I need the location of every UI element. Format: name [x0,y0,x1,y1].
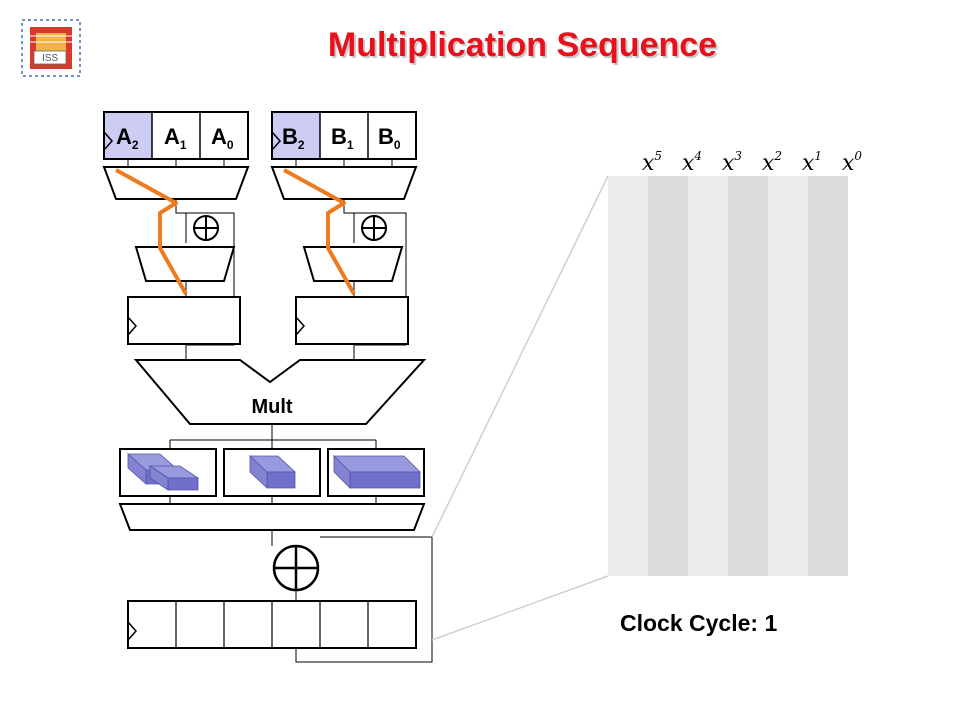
combine-mux [118,503,426,531]
left-xor-gate [193,215,219,241]
timeline-column-3 [688,176,728,576]
right-mux-top [270,166,418,200]
left-select-wire [115,168,188,295]
right-datapath [270,159,418,360]
timeline-column-4 [648,176,688,576]
zoom-lines [431,175,609,641]
right-pipeline-register [295,296,409,345]
data-block-right [333,455,421,489]
timeline-panel [608,176,848,576]
right-select-wire [283,168,356,295]
data-block-left-b [148,465,200,491]
mult-output-wires [169,424,377,449]
timeline-column-5 [608,176,648,576]
partial-product-registers [119,448,425,497]
left-pipeline-register [127,296,241,345]
header-x0: x0 [842,149,862,176]
header-x5: x5 [642,149,662,176]
header-x4: x4 [682,149,702,176]
reg-a-cell-0: A0 [211,124,234,152]
reg-a-cell-2: A2 [116,124,139,152]
timeline-column-0 [808,176,848,576]
register-b: B2 B1 B0 [271,111,417,160]
reg-b-cell-0: B0 [378,124,401,152]
timeline-column-2 [728,176,768,576]
data-block-mid [248,455,297,489]
header-x1: x1 [802,149,822,176]
right-mux-mid [302,246,404,282]
clock-cycle-label: Clock Cycle: 1 [620,610,778,636]
timeline-column-1 [768,176,808,576]
register-a: A2 A1 A0 [103,111,249,160]
multiplier-label: Mult [251,396,292,418]
header-x2: x2 [762,149,782,176]
iss-logo: ISS [21,19,81,77]
accumulator-xor-gate [272,544,320,592]
left-datapath [102,159,250,360]
slide-title: Multiplication Sequence [327,26,718,64]
reg-b-cell-1: B1 [331,124,354,152]
multiplier: Mult [133,359,427,425]
timeline-headers: x5 x4 x3 x2 x1 x0 [642,149,862,176]
reg-a-cell-1: A1 [164,124,187,152]
left-mux-mid [134,246,236,282]
header-x3: x3 [722,149,742,176]
right-xor-gate [361,215,387,241]
combine-stage [118,496,433,663]
reg-b-cell-2: B2 [282,124,305,152]
left-mux-top [102,166,250,200]
logo-text: ISS [42,53,58,64]
